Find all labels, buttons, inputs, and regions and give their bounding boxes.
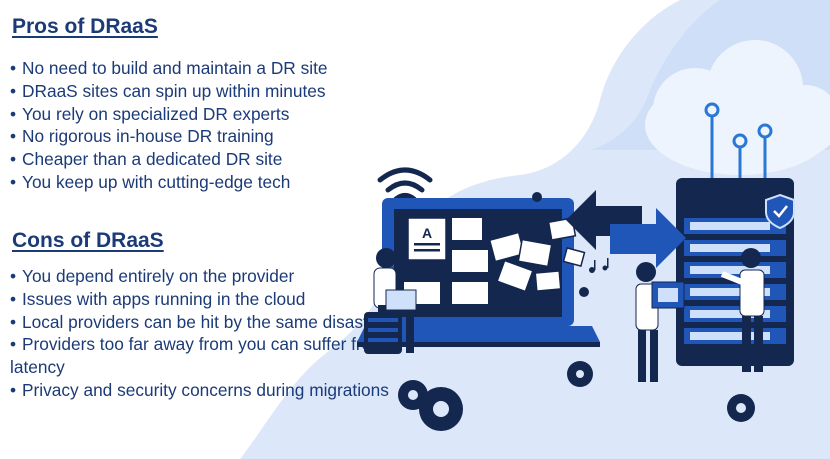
pros-list: •No need to build and maintain a DR site… [10, 57, 400, 194]
list-item: •You rely on specialized DR experts [10, 103, 290, 124]
svg-text:A: A [422, 225, 432, 241]
shield-check-icon [765, 193, 795, 230]
music-note-icon [589, 258, 609, 273]
list-item: •You keep up with cutting-edge tech [10, 171, 291, 192]
cons-list: •You depend entirely on the provider •Is… [10, 265, 390, 402]
server-rack-icon [676, 178, 794, 366]
list-item: •You depend entirely on the provider [10, 266, 295, 286]
person-pointing [720, 248, 765, 372]
cloud-icon [645, 40, 830, 175]
list-item: •Providers too far away from you can suf… [10, 334, 386, 378]
person-with-laptop [364, 248, 417, 354]
list-item: •Issues with apps running in the cloud [10, 288, 306, 309]
pros-heading: Pros of DRaaS [12, 15, 158, 38]
list-item: •DRaaS sites can spin up within minutes [10, 80, 326, 101]
exchange-arrows-icon [566, 190, 686, 268]
list-item: •No need to build and maintain a DR site [10, 58, 328, 78]
image-file-icon [488, 217, 586, 293]
gear-holes [408, 370, 746, 417]
wifi-icon [377, 167, 433, 202]
list-item: •Local providers can be hit by the same … [10, 311, 384, 332]
person-with-image [635, 262, 685, 382]
document-icon: A [407, 217, 447, 261]
list-item: •Privacy and security concerns during mi… [10, 379, 389, 400]
cons-heading: Cons of DRaaS [12, 229, 164, 252]
antenna-icon [704, 102, 773, 178]
list-item: •Cheaper than a dedicated DR site [10, 149, 283, 170]
list-item: •No rigorous in-house DR training [10, 126, 274, 147]
screen-tiles [404, 218, 488, 304]
